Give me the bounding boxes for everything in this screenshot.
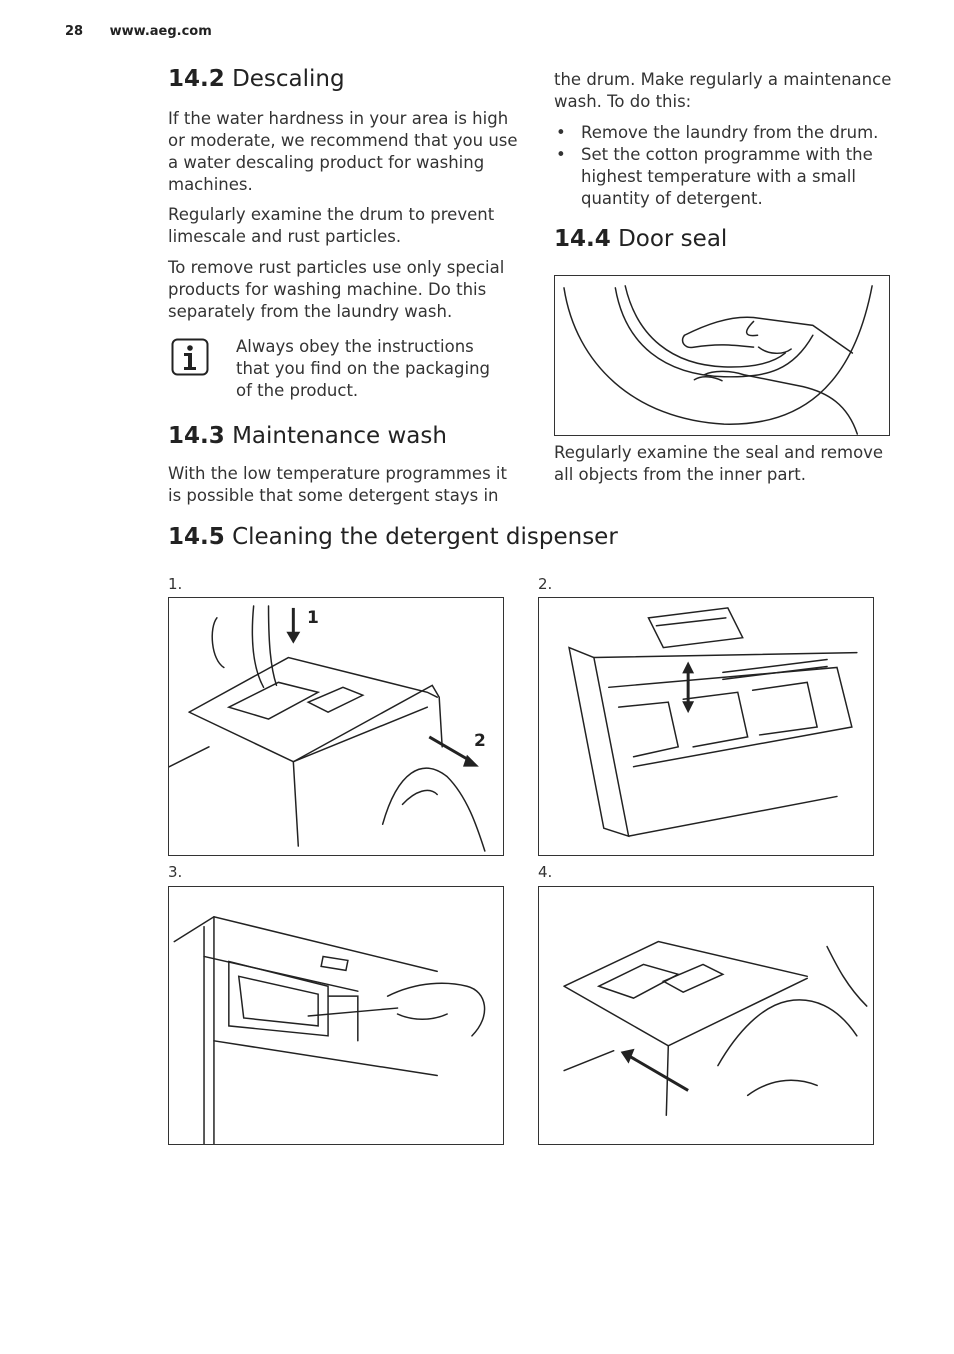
descaling-paragraph-3: To remove rust particles use only specia… <box>168 258 505 321</box>
descaling-paragraph-2: Regularly examine the drum to prevent li… <box>168 205 495 246</box>
maintenance-paragraph-cont: the drum. Make regularly a maintenance w… <box>554 70 892 111</box>
figure-callout-2: 2 <box>474 731 486 751</box>
section-heading-maintenance-wash: 14.3 Maintenance wash <box>168 423 447 449</box>
list-item: Set the cotton programme with the highes… <box>554 144 894 210</box>
door-seal-paragraph: Regularly examine the seal and remove al… <box>554 443 884 484</box>
info-icon <box>171 338 209 376</box>
dispenser-step-3-illustration <box>168 886 504 1145</box>
list-item: Remove the laundry from the drum. <box>554 122 894 144</box>
section-heading-descaling: 14.2 Descaling <box>168 66 345 92</box>
step-label-2: 2. <box>538 575 553 593</box>
section-heading-door-seal: 14.4 Door seal <box>554 226 728 252</box>
page-header: 28 www.aeg.com <box>65 24 212 39</box>
website-url[interactable]: www.aeg.com <box>109 24 212 39</box>
step-label-4: 4. <box>538 863 553 881</box>
info-note: Always obey the instructions that you fi… <box>236 337 491 400</box>
step-label-1: 1. <box>168 575 183 593</box>
dispenser-step-2-illustration <box>538 597 874 856</box>
dispenser-step-1-illustration: 1 2 <box>168 597 504 856</box>
section-heading-dispenser: 14.5 Cleaning the detergent dispenser <box>168 524 618 550</box>
maintenance-paragraph-1: With the low temperature programmes it i… <box>168 464 507 505</box>
maintenance-steps-list: Remove the laundry from the drum. Set th… <box>554 122 894 210</box>
page-number: 28 <box>65 24 84 39</box>
door-seal-illustration <box>554 275 890 436</box>
step-label-3: 3. <box>168 863 183 881</box>
dispenser-step-4-illustration <box>538 886 874 1145</box>
figure-callout-1: 1 <box>307 608 319 628</box>
descaling-paragraph-1: If the water hardness in your area is hi… <box>168 109 518 194</box>
